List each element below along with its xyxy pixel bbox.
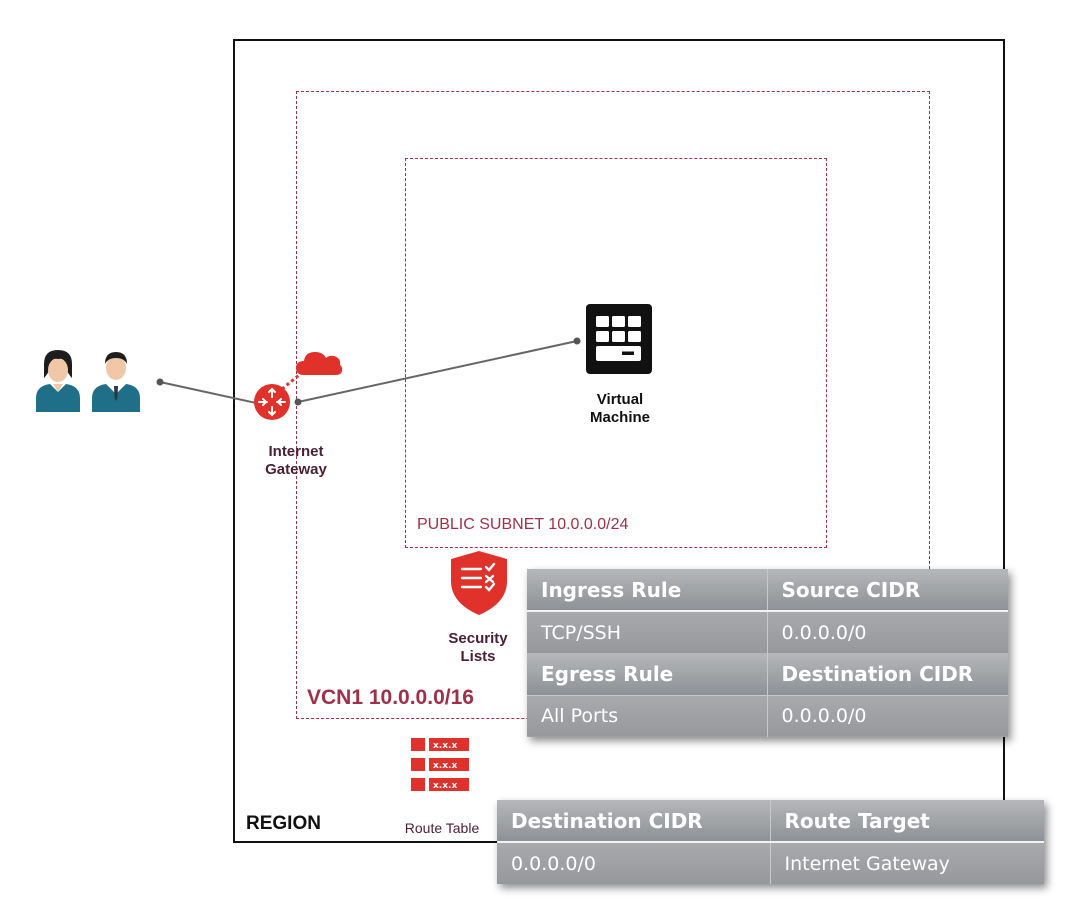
route-rule-row: 0.0.0.0/0 Internet Gateway (497, 841, 1044, 884)
internet-gateway-label: Internet Gateway (256, 443, 336, 479)
ingress-header-row: Ingress Rule Source CIDR (527, 569, 1008, 612)
vcn-label: VCN1 10.0.0.0/16 (307, 686, 474, 709)
ingress-rule-header: Ingress Rule (527, 569, 768, 612)
public-subnet-label: PUBLIC SUBNET 10.0.0.0/24 (417, 516, 629, 533)
source-cidr-value: 0.0.0.0/0 (767, 610, 1008, 653)
ingress-rule-value: TCP/SSH (527, 610, 768, 653)
destination-cidr-header: Destination CIDR (767, 653, 1008, 695)
virtual-machine-icon (586, 304, 652, 374)
egress-rule-value: All Ports (527, 694, 768, 737)
security-lists-label-line2: Lists (460, 648, 496, 665)
security-lists-label: Security Lists (440, 630, 516, 666)
users-to-gateway-connector (159, 381, 257, 404)
egress-rule-header: Egress Rule (527, 653, 768, 695)
route-entry-text: x.x.x (433, 781, 457, 791)
public-subnet-boundary (405, 158, 827, 548)
route-table-label: Route Table (404, 820, 480, 836)
route-header-row: Destination CIDR Route Target (497, 800, 1044, 843)
region-label: REGION (246, 813, 321, 834)
users-connector-dot (156, 378, 164, 386)
route-target-header: Route Target (770, 800, 1044, 843)
security-list-rules-table: Ingress Rule Source CIDR TCP/SSH 0.0.0.0… (527, 569, 1008, 737)
virtual-machine-label-line2: Machine (589, 409, 650, 426)
internet-gateway-label-line1: Internet (268, 443, 324, 460)
security-shield-icon (451, 551, 507, 615)
internet-gateway-label-line2: Gateway (265, 461, 327, 478)
users-icon (36, 350, 140, 412)
egress-header-row: Egress Rule Destination CIDR (527, 653, 1008, 695)
route-target-value: Internet Gateway (770, 841, 1044, 884)
gateway-to-vm-connector (297, 340, 578, 403)
route-entry-text: x.x.x (433, 741, 457, 751)
route-table-icon: x.x.x x.x.x x.x.x (411, 738, 469, 791)
route-table-rules-table: Destination CIDR Route Target 0.0.0.0/0 … (497, 800, 1044, 884)
route-destination-cidr-value: 0.0.0.0/0 (497, 841, 771, 884)
cloud-icon (296, 352, 343, 375)
source-cidr-header: Source CIDR (767, 569, 1008, 612)
virtual-machine-label: Virtual Machine (578, 391, 662, 427)
gateway-to-cloud-link (281, 369, 305, 391)
vm-connector-dot (573, 337, 581, 345)
security-lists-label-line1: Security (448, 630, 508, 647)
route-entry-text: x.x.x (433, 761, 457, 771)
virtual-machine-label-line1: Virtual (596, 391, 644, 408)
internet-gateway-icon (254, 384, 290, 420)
gateway-connector-dot (294, 398, 302, 406)
route-destination-cidr-header: Destination CIDR (497, 800, 771, 843)
destination-cidr-value: 0.0.0.0/0 (767, 694, 1008, 737)
ingress-rule-row: TCP/SSH 0.0.0.0/0 (527, 610, 1008, 653)
egress-rule-row: All Ports 0.0.0.0/0 (527, 694, 1008, 737)
